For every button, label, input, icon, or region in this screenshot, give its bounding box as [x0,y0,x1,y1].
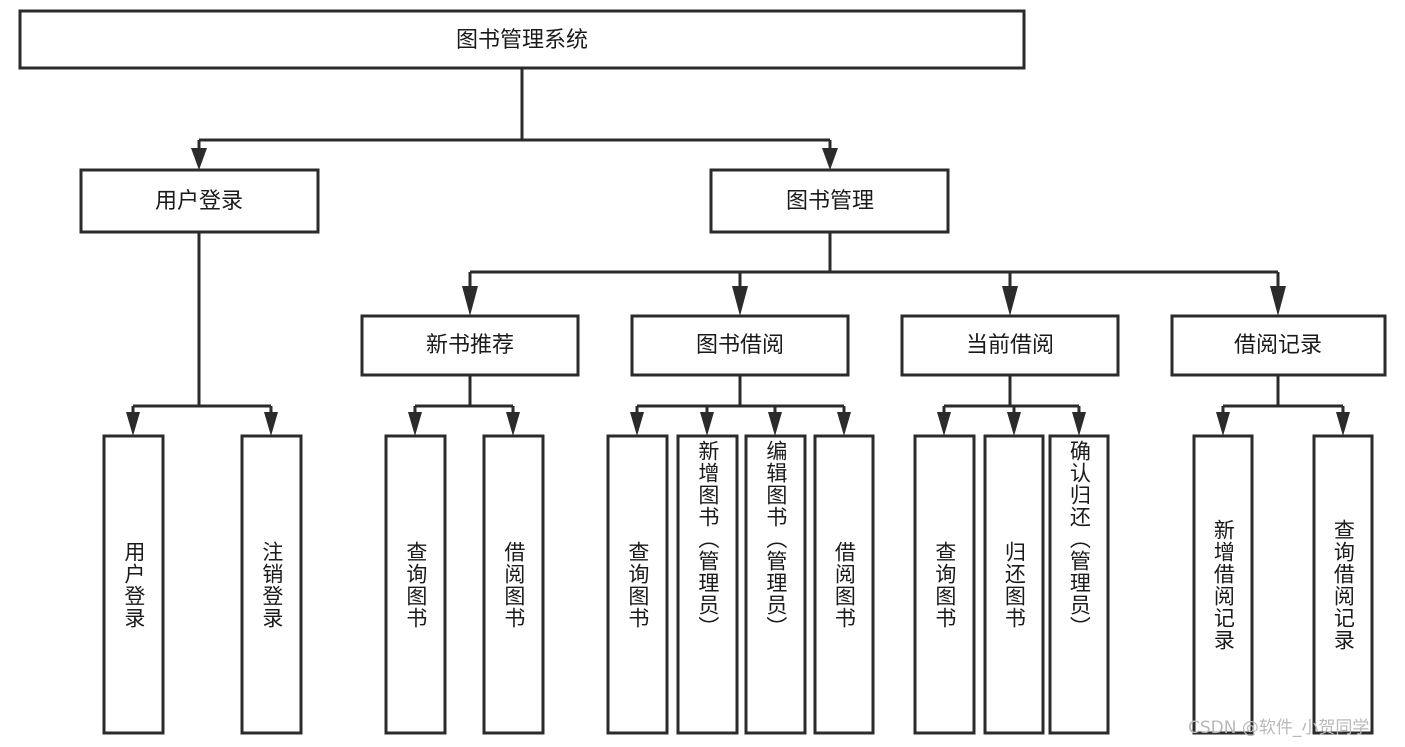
node-borrow-record-rect[interactable] [1170,314,1387,377]
node-book-manage-rect[interactable] [709,168,950,234]
arrow-head-leaf-add-book [700,412,714,436]
node-current-borrow[interactable]: 当前借阅 [900,314,1120,377]
node-leaf-borrow-book-rec-rect[interactable] [482,434,545,735]
arrow-head-leaf-query-book-rec [408,412,422,436]
arrow-head-user-login [191,148,207,170]
arrow-head-leaf-return-book [1007,412,1021,436]
node-borrow-record[interactable]: 借阅记录 [1170,314,1387,377]
connector-group-current-borrow [937,375,1086,436]
node-book-manage[interactable]: 图书管理 [709,168,950,234]
node-leaf-edit-book-rect[interactable] [744,434,807,735]
connector-group-borrow-record [1216,375,1350,436]
node-new-book-recommend[interactable]: 新书推荐 [360,314,580,377]
node-leaf-query-record-rect[interactable] [1312,434,1374,735]
node-leaf-user-login-rect[interactable] [102,434,165,735]
arrow-head-leaf-user-login [126,412,140,436]
node-current-borrow-rect[interactable] [900,314,1120,377]
arrow-head-leaf-edit-book [768,412,782,436]
connector-group-book-borrow [630,375,851,436]
node-user-login-label: 用户登录 [155,189,243,214]
node-book-borrow[interactable]: 图书借阅 [630,314,850,377]
node-book-manage-label: 图书管理 [786,189,874,214]
node-root[interactable]: 图书管理系统 [18,9,1026,70]
arrow-head-leaf-user-logout [264,412,278,436]
arrow-head-book-borrow [732,286,748,316]
arrow-head-leaf-borrow-book [837,412,851,436]
node-new-book-recommend-rect[interactable] [360,314,580,377]
node-leaf-query-book-rec-rect[interactable] [384,434,447,735]
leaf-box-group [102,434,1374,735]
node-book-borrow-rect[interactable] [630,314,850,377]
arrow-head-current-borrow [1002,286,1018,316]
node-book-borrow-label: 图书借阅 [696,333,784,358]
connector-group-book-manage [462,232,1286,316]
arrow-head-book-manage [822,148,838,170]
node-leaf-query-book-borrow-rect[interactable] [606,434,669,735]
node-leaf-user-logout-rect[interactable] [240,434,303,735]
connector-group-new-book-recommend [408,375,520,436]
node-borrow-record-label: 借阅记录 [1234,333,1322,358]
node-root-rect[interactable] [18,9,1026,70]
arrow-head-leaf-query-book-cur [937,412,951,436]
node-user-login[interactable]: 用户登录 [79,168,320,234]
node-leaf-add-record-rect[interactable] [1192,434,1254,735]
arrow-head-leaf-confirm-return [1072,412,1086,436]
connector-group-user-login [126,232,278,436]
arrow-head-leaf-add-record [1216,412,1230,436]
connector-group-root [191,68,838,170]
arrow-head-leaf-query-record [1336,412,1350,436]
arrow-head-leaf-borrow-book-rec [506,412,520,436]
arrow-head-new-book-recommend [462,286,478,316]
node-leaf-return-book-rect[interactable] [983,434,1045,735]
node-leaf-add-book-rect[interactable] [676,434,739,735]
node-root-label: 图书管理系统 [456,28,588,53]
arrow-head-borrow-record [1270,286,1286,316]
arrow-head-leaf-query-book-borrow [630,412,644,436]
node-new-book-recommend-label: 新书推荐 [426,333,514,358]
node-leaf-query-book-cur-rect[interactable] [913,434,976,735]
node-user-login-rect[interactable] [79,168,320,234]
node-leaf-borrow-book-rect[interactable] [813,434,875,735]
node-leaf-confirm-return-rect[interactable] [1048,434,1110,735]
node-current-borrow-label: 当前借阅 [966,333,1054,358]
